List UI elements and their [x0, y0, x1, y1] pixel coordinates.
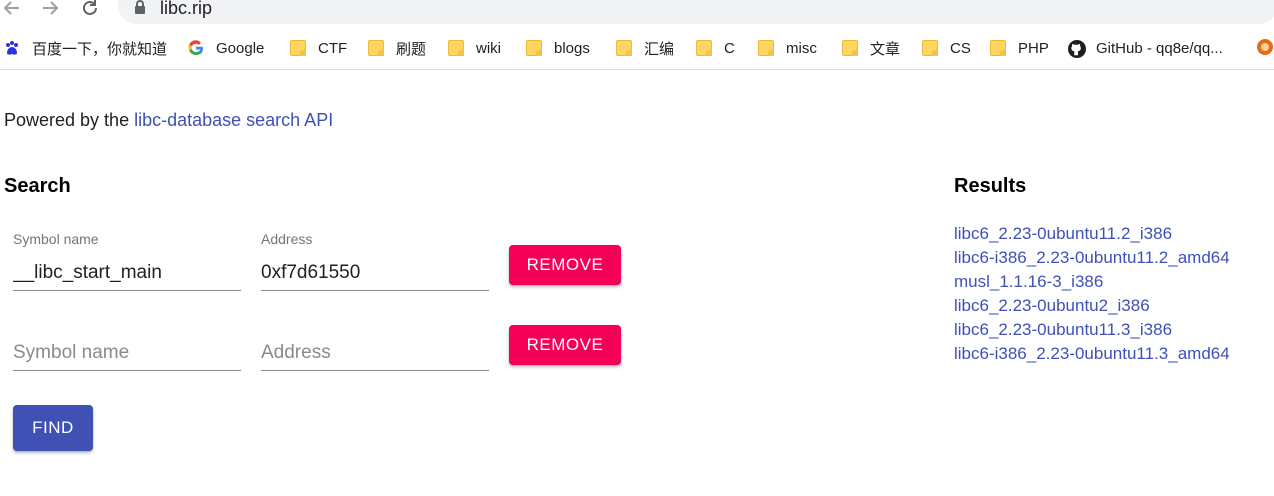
result-item[interactable]: libc6_2.23-0ubuntu11.3_i386	[954, 320, 1173, 339]
address-bar: libc.rip	[0, 0, 1274, 26]
bookmark-folder-ctf[interactable]: CTF	[290, 36, 347, 60]
bookmark-folder-wenzhang[interactable]: 文章	[842, 36, 900, 60]
bookmarks-bar: 百度一下，你就知道 Google CTF 刷题 wiki blogs 汇编 C …	[0, 26, 1274, 70]
folder-icon	[842, 40, 858, 56]
result-item[interactable]: musl_1.1.16-3_i386	[954, 272, 1104, 291]
folder-icon	[758, 40, 774, 56]
folder-icon	[990, 40, 1006, 56]
bookmark-label: PHP	[1018, 39, 1049, 57]
url-field[interactable]	[118, 0, 1274, 24]
bookmark-label: 百度一下，你就知道	[32, 40, 168, 58]
folder-icon	[526, 40, 542, 56]
bookmark-label: C	[724, 39, 735, 57]
bookmark-label: wiki	[476, 39, 501, 57]
extension-icon[interactable]	[1256, 38, 1274, 61]
result-item[interactable]: libc6-i386_2.23-0ubuntu11.3_amd64	[954, 344, 1230, 363]
address-input-2[interactable]	[261, 342, 489, 364]
bookmark-label: 刷题	[396, 40, 427, 58]
symbol-name-input-1[interactable]	[13, 262, 241, 284]
bookmark-label: blogs	[554, 39, 590, 57]
bookmark-label: Google	[216, 39, 265, 57]
bookmark-label: CS	[950, 39, 971, 57]
folder-icon	[290, 40, 306, 56]
results-list: libc6_2.23-0ubuntu11.2_i386 libc6-i386_2…	[954, 222, 1230, 366]
folder-icon	[368, 40, 384, 56]
lock-icon[interactable]	[134, 0, 146, 19]
result-item[interactable]: libc6-i386_2.23-0ubuntu11.2_amd64	[954, 248, 1230, 267]
url-text[interactable]: libc.rip	[160, 0, 213, 18]
bookmark-github[interactable]: GitHub - qq8e/qq...	[1068, 36, 1223, 60]
bookmark-folder-blogs[interactable]: blogs	[526, 36, 590, 60]
symbol-name-field-1[interactable]: Symbol name	[13, 231, 241, 291]
remove-button-1[interactable]: REMOVE	[509, 245, 621, 285]
forward-icon[interactable]	[38, 0, 62, 20]
github-icon	[1068, 40, 1086, 58]
find-button[interactable]: FIND	[13, 405, 93, 451]
symbol-name-input-2[interactable]	[13, 342, 241, 364]
bookmark-baidu[interactable]: 百度一下，你就知道	[4, 36, 167, 60]
folder-icon	[922, 40, 938, 56]
bookmark-label: GitHub - qq8e/qq...	[1096, 39, 1223, 57]
bookmark-label: 汇编	[644, 40, 675, 58]
folder-icon	[448, 40, 464, 56]
address-input-1[interactable]	[261, 262, 489, 284]
bookmark-folder-shuati[interactable]: 刷题	[368, 36, 426, 60]
back-icon[interactable]	[0, 0, 24, 20]
remove-button-2[interactable]: REMOVE	[509, 325, 621, 365]
symbol-name-field-2[interactable]	[13, 311, 241, 371]
bookmark-google[interactable]: Google	[188, 36, 264, 60]
address-field-1[interactable]: Address	[261, 231, 489, 291]
bookmark-folder-cs[interactable]: CS	[922, 36, 971, 60]
bookmark-label: 文章	[870, 40, 901, 58]
address-label: Address	[261, 231, 313, 247]
result-item[interactable]: libc6_2.23-0ubuntu11.2_i386	[954, 224, 1173, 243]
bookmark-folder-php[interactable]: PHP	[990, 36, 1049, 60]
bookmark-label: misc	[786, 39, 817, 57]
folder-icon	[616, 40, 632, 56]
folder-icon	[696, 40, 712, 56]
google-icon	[188, 40, 204, 56]
bookmark-folder-misc[interactable]: misc	[758, 36, 817, 60]
bookmark-folder-huibian[interactable]: 汇编	[616, 36, 674, 60]
bookmark-folder-wiki[interactable]: wiki	[448, 36, 501, 60]
search-heading: Search	[4, 175, 71, 197]
reload-icon[interactable]	[78, 0, 102, 20]
results-heading: Results	[954, 175, 1027, 197]
powered-by-prefix: Powered by the	[4, 110, 135, 130]
symbol-name-label: Symbol name	[13, 231, 99, 247]
address-field-2[interactable]	[261, 311, 489, 371]
bookmark-folder-c[interactable]: C	[696, 36, 735, 60]
powered-by-text: Powered by the libc-database search API	[4, 110, 333, 131]
api-link[interactable]: libc-database search API	[134, 110, 334, 130]
result-item[interactable]: libc6_2.23-0ubuntu2_i386	[954, 296, 1150, 315]
baidu-icon	[4, 40, 20, 56]
bookmark-label: CTF	[318, 39, 348, 57]
